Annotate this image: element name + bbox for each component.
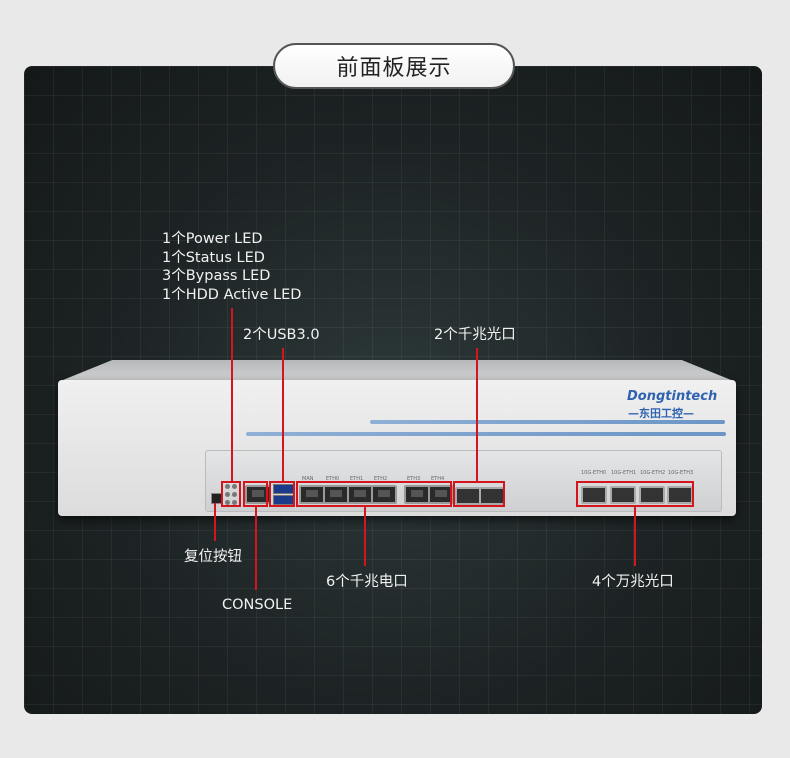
port-label: MAN [302, 476, 314, 482]
tengig-highlight [576, 481, 694, 507]
port-label: ETH4 [431, 476, 445, 482]
led-highlight [221, 481, 241, 507]
gig-fiber-highlight [453, 481, 505, 507]
sfp-plus-port [639, 486, 665, 504]
console-lead-line [255, 507, 257, 590]
led-label-status: 1个Status LED [162, 249, 265, 266]
tengig-fiber-annotation: 4个万兆光口 [592, 574, 674, 590]
copper-lead-line [364, 507, 366, 566]
gig-copper-annotation: 6个千兆电口 [326, 574, 408, 590]
usb-highlight [269, 481, 295, 507]
rj45-port [371, 485, 397, 504]
led-dot [232, 484, 237, 489]
usb-lead-line [282, 348, 284, 481]
tengig-lead-line [634, 507, 636, 566]
led-label-hdd: 1个HDD Active LED [162, 286, 302, 303]
led-dot [225, 492, 230, 497]
device-top [58, 360, 736, 382]
reset-lead-line [214, 503, 216, 541]
rj45-port [428, 485, 454, 504]
sfp-label: 10G-ETH2 [640, 470, 666, 476]
led-label-power: 1个Power LED [162, 231, 263, 247]
gig-fiber-annotation: 2个千兆光口 [434, 327, 516, 343]
led-dot [225, 484, 230, 489]
console-annotation: CONSOLE [222, 597, 293, 613]
led-annotation: 1个Power LED 1个Status LED 3个Bypass LED 1个… [162, 230, 301, 304]
led-dot [232, 500, 237, 505]
page-title: 前面板展示 [273, 43, 515, 89]
port-label: ETH1 [350, 476, 364, 482]
brand-logo-sub: —东田工控— [628, 407, 694, 420]
sfp-label: 10G-ETH3 [668, 470, 694, 476]
led-dot [232, 492, 237, 497]
sfp-label: 10G-ETH0 [581, 470, 607, 476]
brand-logo: Dongtintech [627, 389, 718, 404]
port-label: ETH2 [374, 476, 388, 482]
port-label: ETH0 [326, 476, 340, 482]
copper-highlight [296, 481, 452, 507]
sfp-label: 10G-ETH1 [611, 470, 637, 476]
gig-fiber-lead-line [476, 348, 478, 481]
led-label-bypass: 3个Bypass LED [162, 268, 271, 284]
stripe-lower [246, 432, 726, 436]
stripe-upper [370, 420, 725, 424]
led-dot [225, 500, 230, 505]
sfp-plus-port [581, 486, 607, 504]
sfp-plus-port [610, 486, 636, 504]
usb-annotation: 2个USB3.0 [243, 327, 320, 343]
port-label: ETH3 [407, 476, 421, 482]
reset-annotation: 复位按钮 [184, 549, 242, 565]
console-highlight [243, 481, 268, 507]
led-lead-line [231, 308, 233, 481]
